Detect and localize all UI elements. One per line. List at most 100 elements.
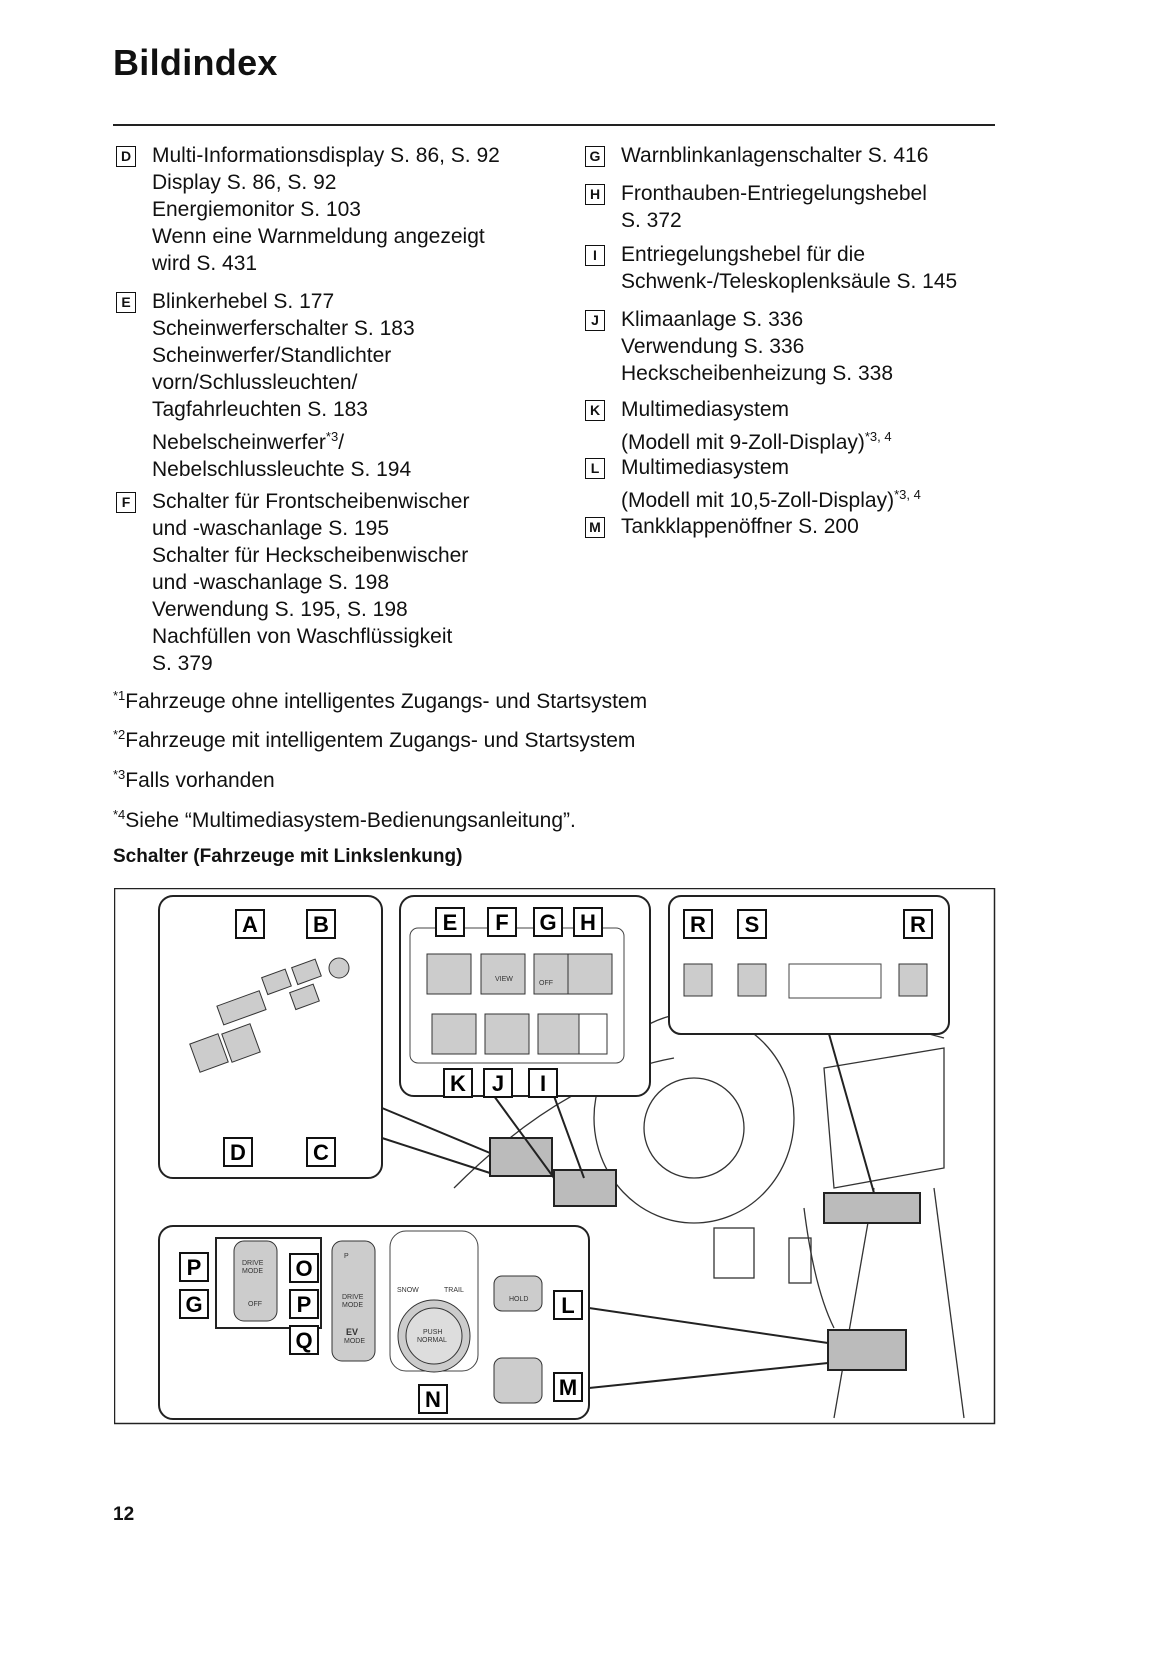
entry-line: Schwenk-/Teleskoplenksäule S. 145 [621, 270, 958, 293]
entry-line: Energiemonitor S. 103 [152, 198, 361, 221]
callout-box-e [435, 907, 465, 937]
entry-line: (Modell mit 10,5-Zoll-Display)*3, 4 [621, 487, 921, 512]
callout-label-a: A [242, 912, 258, 937]
key-letter-box: I [585, 245, 605, 266]
key-letter-box: L [585, 458, 605, 479]
index-entry-f: F Schalter für Frontscheibenwischer und -w… [116, 488, 469, 677]
callout-box-d [223, 1137, 253, 1167]
callout-label-j: J [492, 1071, 504, 1096]
callout-label-i: I [540, 1071, 546, 1096]
key-letter-box: E [116, 292, 136, 313]
off-text-2: OFF [248, 1301, 262, 1308]
callout-box-a [235, 909, 265, 939]
callout-box-k [443, 1068, 473, 1098]
entry-line: Verwendung S. 336 [621, 335, 805, 358]
key-letter-box: H [585, 184, 605, 205]
footnote-3: *3Falls vorhanden [113, 767, 275, 792]
entry-line: Entriegelungshebel für die [621, 243, 866, 266]
callout-label-m: M [559, 1375, 577, 1400]
switch-location-diagram: VIEW OFF DRIVE MODE OFF P DRIVE MODE EV … [114, 888, 996, 1425]
entry-line: Multimediasystem [621, 398, 790, 421]
key-letter-box: M [585, 517, 605, 538]
entry-line: Scheinwerferschalter S. 183 [152, 317, 415, 340]
entry-line: Tankklappenöffner S. 200 [621, 515, 859, 538]
callout-box-r [903, 909, 933, 939]
callout-label-o: O [295, 1256, 312, 1281]
callout-label-k: K [450, 1071, 466, 1096]
callout-box-b [306, 909, 336, 939]
entry-line: Heckscheibenheizung S. 338 [621, 362, 894, 385]
callout-label-c: C [313, 1140, 329, 1165]
callout-label-b: B [313, 912, 329, 937]
entry-line: Multimediasystem [621, 456, 790, 479]
entry-line: Blinkerhebel S. 177 [152, 290, 335, 313]
trail-text: TRAIL [444, 1287, 464, 1294]
index-entry-m: M Tankklappenöffner S. 200 [585, 513, 859, 540]
entry-line: Schalter für Frontscheibenwischer [152, 490, 470, 513]
callout-box-n [418, 1384, 448, 1414]
normal-text: NORMAL [417, 1337, 447, 1344]
callout-label-h: H [580, 910, 596, 935]
entry-line: S. 379 [152, 652, 213, 675]
entry-line: Scheinwerfer/Standlichter [152, 344, 392, 367]
callout-box-f [487, 907, 517, 937]
callout-label-e: E [443, 910, 458, 935]
entry-line: Tagfahrleuchten S. 183 [152, 398, 368, 421]
callout-box-p [289, 1289, 319, 1319]
mode-text-2: MODE [342, 1302, 363, 1309]
callout-label-s: S [745, 912, 760, 937]
key-letter-box: G [585, 146, 605, 167]
entry-line: Fronthauben-Entriegelungshebel [621, 182, 927, 205]
entry-line: S. 372 [621, 209, 682, 232]
snow-text: SNOW [397, 1287, 419, 1294]
callout-label-n: N [425, 1387, 441, 1412]
key-letter-box: F [116, 492, 136, 513]
callout-label-p: P [297, 1292, 312, 1317]
callout-box-g [179, 1289, 209, 1319]
entry-line: wird S. 431 [152, 252, 258, 275]
entry-line: Klimaanlage S. 336 [621, 308, 804, 331]
entry-line: Wenn eine Warnmeldung angezeigt [152, 225, 485, 248]
callout-label-q: Q [295, 1328, 312, 1353]
p-text: P [344, 1253, 349, 1260]
drive-text-2: DRIVE [342, 1294, 364, 1301]
view-text: VIEW [495, 976, 513, 983]
off-text: OFF [539, 980, 553, 987]
callout-label-g: G [539, 910, 556, 935]
key-letter-box: K [585, 400, 605, 421]
entry-line: Warnblinkanlagenschalter S. 416 [621, 144, 929, 167]
drive-text: DRIVE [242, 1260, 264, 1267]
footnote-4: *4Siehe “Multimediasystem-Bedienungsanle… [113, 807, 576, 832]
callout-label-f: F [495, 910, 508, 935]
mode-text: MODE [242, 1268, 263, 1275]
entry-line: und -waschanlage S. 195 [152, 517, 389, 540]
footnote-2: *2Fahrzeuge mit intelligentem Zugangs- u… [113, 727, 636, 752]
index-entry-l: L Multimediasystem (Modell mit 10,5-Zoll-D… [585, 454, 921, 514]
callout-box-g [533, 907, 563, 937]
callout-box-p [179, 1252, 209, 1282]
entry-line: Multi-Informationsdisplay S. 86, S. 92 [152, 144, 500, 167]
callout-box-h [573, 907, 603, 937]
callout-box-j [483, 1068, 513, 1098]
key-letter-box: D [116, 146, 136, 167]
callout-box-m [553, 1372, 583, 1402]
page-number: 12 [113, 1504, 135, 1525]
mode-text-3: MODE [344, 1338, 365, 1345]
callout-label-p: P [187, 1255, 202, 1280]
callout-box-s [737, 909, 767, 939]
hold-text: HOLD [509, 1296, 528, 1303]
entry-line: Schalter für Heckscheibenwischer [152, 544, 469, 567]
callout-label-d: D [230, 1140, 246, 1165]
callout-label-r: R [690, 912, 706, 937]
callout-label-g: G [185, 1292, 202, 1317]
entry-line: Nebelscheinwerfer*3/ [152, 429, 345, 454]
ev-text: EV [346, 1327, 358, 1337]
callout-box-r [683, 909, 713, 939]
footnote-1: *1Fahrzeuge ohne intelligentes Zugangs- … [113, 688, 648, 713]
